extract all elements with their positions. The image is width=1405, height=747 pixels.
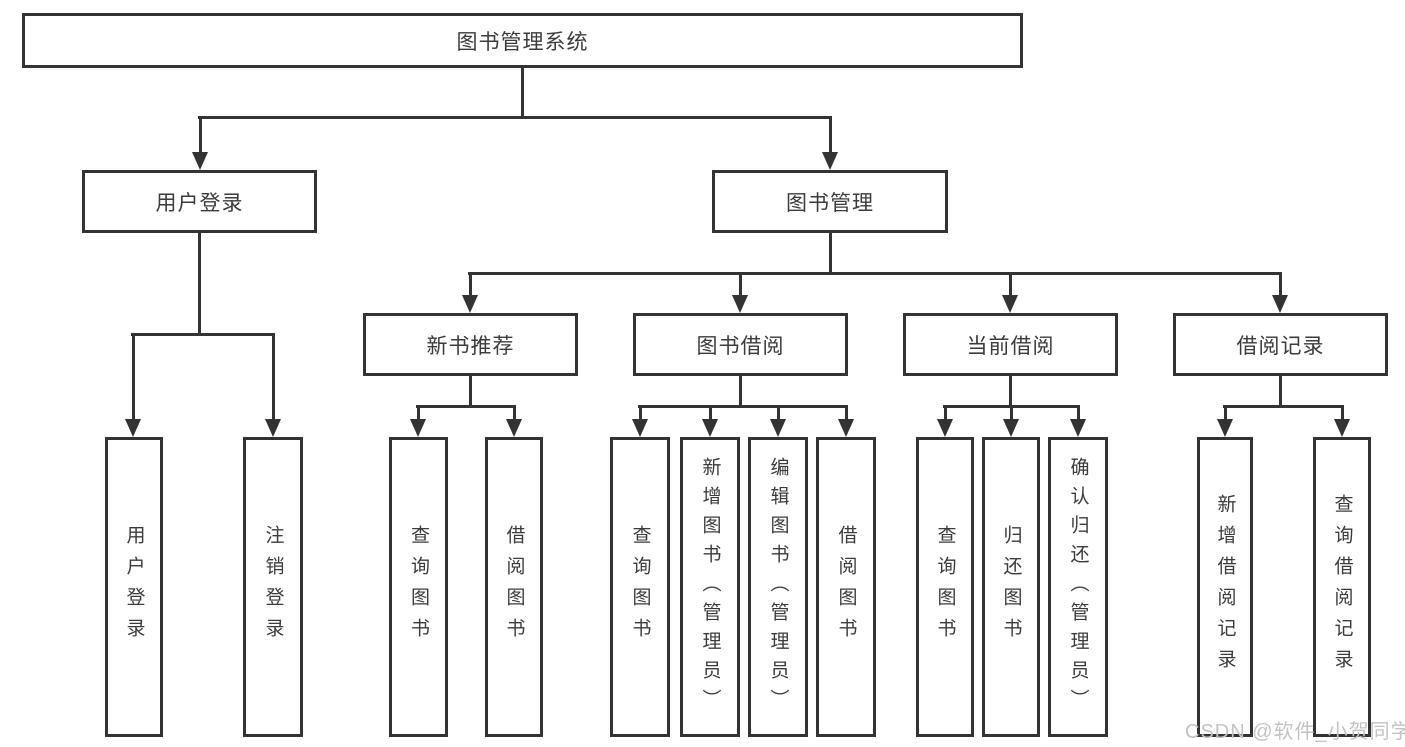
node-label: 借阅记录 <box>1236 334 1325 358</box>
connector-arrowhead-down-icon <box>410 419 426 437</box>
node-add-borrow-record: 新增借阅记录 <box>1197 437 1253 737</box>
connector-line <box>1341 406 1344 423</box>
connector-line <box>469 273 472 299</box>
connector-line <box>417 406 420 423</box>
connector-line <box>777 406 780 423</box>
connector-arrowhead-down-icon <box>838 419 854 437</box>
node-label: 图书借阅 <box>696 334 785 358</box>
node-label: 借阅图书 <box>835 525 857 649</box>
connector-arrowhead-down-icon <box>506 419 522 437</box>
connector-arrowhead-down-icon <box>937 419 953 437</box>
node-add-book-admin: 新增图书（管理员） <box>680 437 740 737</box>
connector-line <box>513 406 516 423</box>
node-query-books-2: 查询图书 <box>610 437 670 737</box>
connector-arrowhead-down-icon <box>770 419 786 437</box>
node-label: 借阅图书 <box>503 525 525 649</box>
connector-line <box>1010 406 1013 423</box>
node-label: 查询图书 <box>408 525 429 649</box>
node-borrow-books-2: 借阅图书 <box>816 437 876 737</box>
node-confirm-return-admin: 确认归还（管理员） <box>1048 437 1108 737</box>
connector-line <box>198 116 832 119</box>
connector-line <box>468 272 1282 275</box>
connector-arrowhead-down-icon <box>822 152 838 170</box>
node-current-borrowing: 当前借阅 <box>903 313 1118 376</box>
connector-arrowhead-down-icon <box>1217 419 1233 437</box>
connector-line <box>1224 406 1227 423</box>
connector-arrowhead-down-icon <box>1272 295 1288 313</box>
node-label: 新增借阅记录 <box>1214 494 1236 680</box>
node-book-management: 图书管理 <box>712 170 948 233</box>
node-user-login: 用户登录 <box>82 170 317 233</box>
connector-arrowhead-down-icon <box>1003 419 1019 437</box>
connector-arrowhead-down-icon <box>125 419 141 437</box>
connector-line <box>709 406 712 423</box>
node-label: 新增图书（管理员） <box>699 456 721 718</box>
node-query-borrow-record: 查询借阅记录 <box>1313 437 1371 737</box>
connector-arrowhead-down-icon <box>1334 419 1350 437</box>
connector-arrowhead-down-icon <box>632 419 648 437</box>
node-label: 新书推荐 <box>426 334 515 358</box>
node-borrow-books-1: 借阅图书 <box>485 437 543 737</box>
node-library-management-system: 图书管理系统 <box>22 13 1023 68</box>
connector-arrowhead-down-icon <box>462 295 478 313</box>
connector-arrowhead-down-icon <box>702 419 718 437</box>
connector-line <box>1077 406 1080 423</box>
connector-line <box>132 334 135 423</box>
connector-line <box>739 376 742 407</box>
connector-line <box>1223 405 1344 408</box>
connector-line <box>1009 273 1012 299</box>
connector-line <box>944 406 947 423</box>
node-label: 查询图书 <box>629 525 651 649</box>
connector-line <box>845 406 848 423</box>
node-query-books-1: 查询图书 <box>389 437 448 737</box>
connector-line <box>829 232 832 274</box>
node-label: 用户登录 <box>155 191 244 215</box>
node-book-borrowing: 图书借阅 <box>633 313 848 376</box>
node-edit-book-admin: 编辑图书（管理员） <box>748 437 808 737</box>
node-logout: 注销登录 <box>243 437 303 737</box>
connector-line <box>198 233 201 335</box>
node-label: 查询借阅记录 <box>1331 494 1353 680</box>
connector-line <box>1279 273 1282 299</box>
connector-line <box>639 406 642 423</box>
node-label: 确认归还（管理员） <box>1067 456 1089 718</box>
connector-line <box>1279 376 1282 407</box>
watermark-text: CSDN @软件_小贺同学 <box>1185 721 1405 743</box>
connector-arrowhead-down-icon <box>265 419 281 437</box>
connector-line <box>131 333 275 336</box>
connector-line <box>829 117 832 156</box>
node-query-books-3: 查询图书 <box>916 437 974 737</box>
node-label: 图书管理系统 <box>456 30 589 54</box>
connector-line <box>469 376 472 407</box>
connector-line <box>416 405 516 408</box>
node-label: 归还图书 <box>1000 525 1022 649</box>
node-borrowing-records: 借阅记录 <box>1173 313 1388 376</box>
node-user-login-action: 用户登录 <box>105 437 163 737</box>
node-label: 编辑图书（管理员） <box>767 456 789 718</box>
connector-line <box>739 273 742 299</box>
connector-line <box>199 117 202 156</box>
connector-line <box>521 68 524 118</box>
node-return-books: 归还图书 <box>982 437 1040 737</box>
connector-arrowhead-down-icon <box>1070 419 1086 437</box>
connector-arrowhead-down-icon <box>192 152 208 170</box>
node-label: 注销登录 <box>262 525 284 649</box>
node-label: 用户登录 <box>123 525 145 649</box>
connector-line <box>638 405 848 408</box>
connector-line <box>1009 376 1012 407</box>
connector-line <box>272 334 275 423</box>
connector-arrowhead-down-icon <box>732 295 748 313</box>
node-new-book-recommendation: 新书推荐 <box>363 313 578 376</box>
connector-line <box>943 405 1080 408</box>
node-label: 图书管理 <box>786 191 874 215</box>
connector-arrowhead-down-icon <box>1002 295 1018 313</box>
node-label: 查询图书 <box>934 525 956 649</box>
node-label: 当前借阅 <box>966 334 1055 358</box>
